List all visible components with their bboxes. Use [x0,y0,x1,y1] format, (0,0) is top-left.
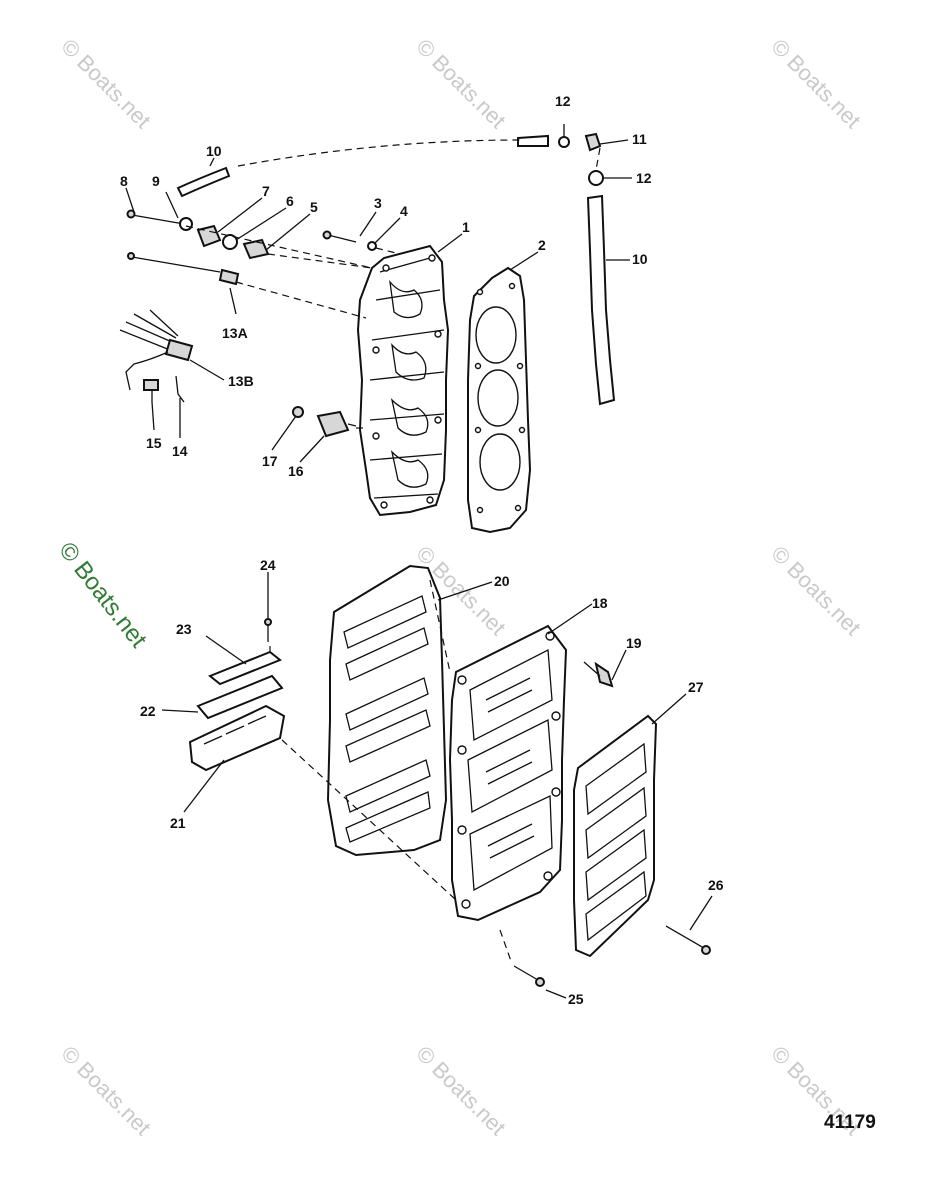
bolts-lower [513,661,711,987]
watermark: © Boats.net [56,1041,155,1140]
callout-14: 14 [172,443,188,459]
callout-20: 20 [494,573,510,589]
callout-10-right: 10 [632,251,648,267]
callout-8: 8 [120,173,128,189]
callout-2: 2 [538,237,546,253]
callout-1: 1 [462,219,470,235]
callout-23: 23 [176,621,192,637]
part-1-cylinder-head [356,244,450,517]
callout-11: 11 [632,131,647,147]
callout-13b: 13B [228,373,254,389]
callout-12-top: 12 [555,93,571,109]
hose-assembly-right [517,132,616,406]
watermark: © Boats.net [56,34,155,133]
callout-27: 27 [688,679,704,695]
callout-18: 18 [592,595,608,611]
callout-19: 19 [626,635,642,651]
watermarks: © Boats.net © Boats.net © Boats.net © Bo… [53,34,865,1140]
callout-15: 15 [146,435,162,451]
callout-26: 26 [708,877,724,893]
callout-21: 21 [170,815,186,831]
callout-6: 6 [286,193,294,209]
part-27-gasket [573,714,658,958]
callout-7: 7 [262,183,270,199]
callout-9: 9 [152,173,160,189]
callout-12-side: 12 [636,170,652,186]
callout-22: 22 [140,703,156,719]
callout-13a: 13A [222,325,248,341]
leader-lines [125,124,713,999]
watermark: © Boats.net [766,541,865,640]
callout-25: 25 [568,991,584,1007]
watermark-main: © Boats.net [53,537,152,653]
part-20-gasket [326,564,448,857]
callout-labels: 1 2 3 4 5 6 7 8 9 10 10 11 12 12 13A 13B… [120,93,724,1007]
part-18-intake-manifold [448,624,568,922]
callout-10-upper: 10 [206,143,222,159]
assembly-lines [185,139,601,965]
callout-5: 5 [310,199,318,215]
watermark: © Boats.net [766,34,865,133]
callout-24: 24 [260,557,276,573]
callout-17: 17 [262,453,278,469]
figure-number: 41179 [824,1112,876,1133]
watermark: © Boats.net [411,1041,510,1140]
watermark: © Boats.net [411,34,510,133]
callout-4: 4 [400,203,408,219]
callout-16: 16 [288,463,304,479]
reed-block-parts [188,618,286,772]
part-2-head-gasket [467,266,532,534]
callout-3: 3 [374,195,382,211]
